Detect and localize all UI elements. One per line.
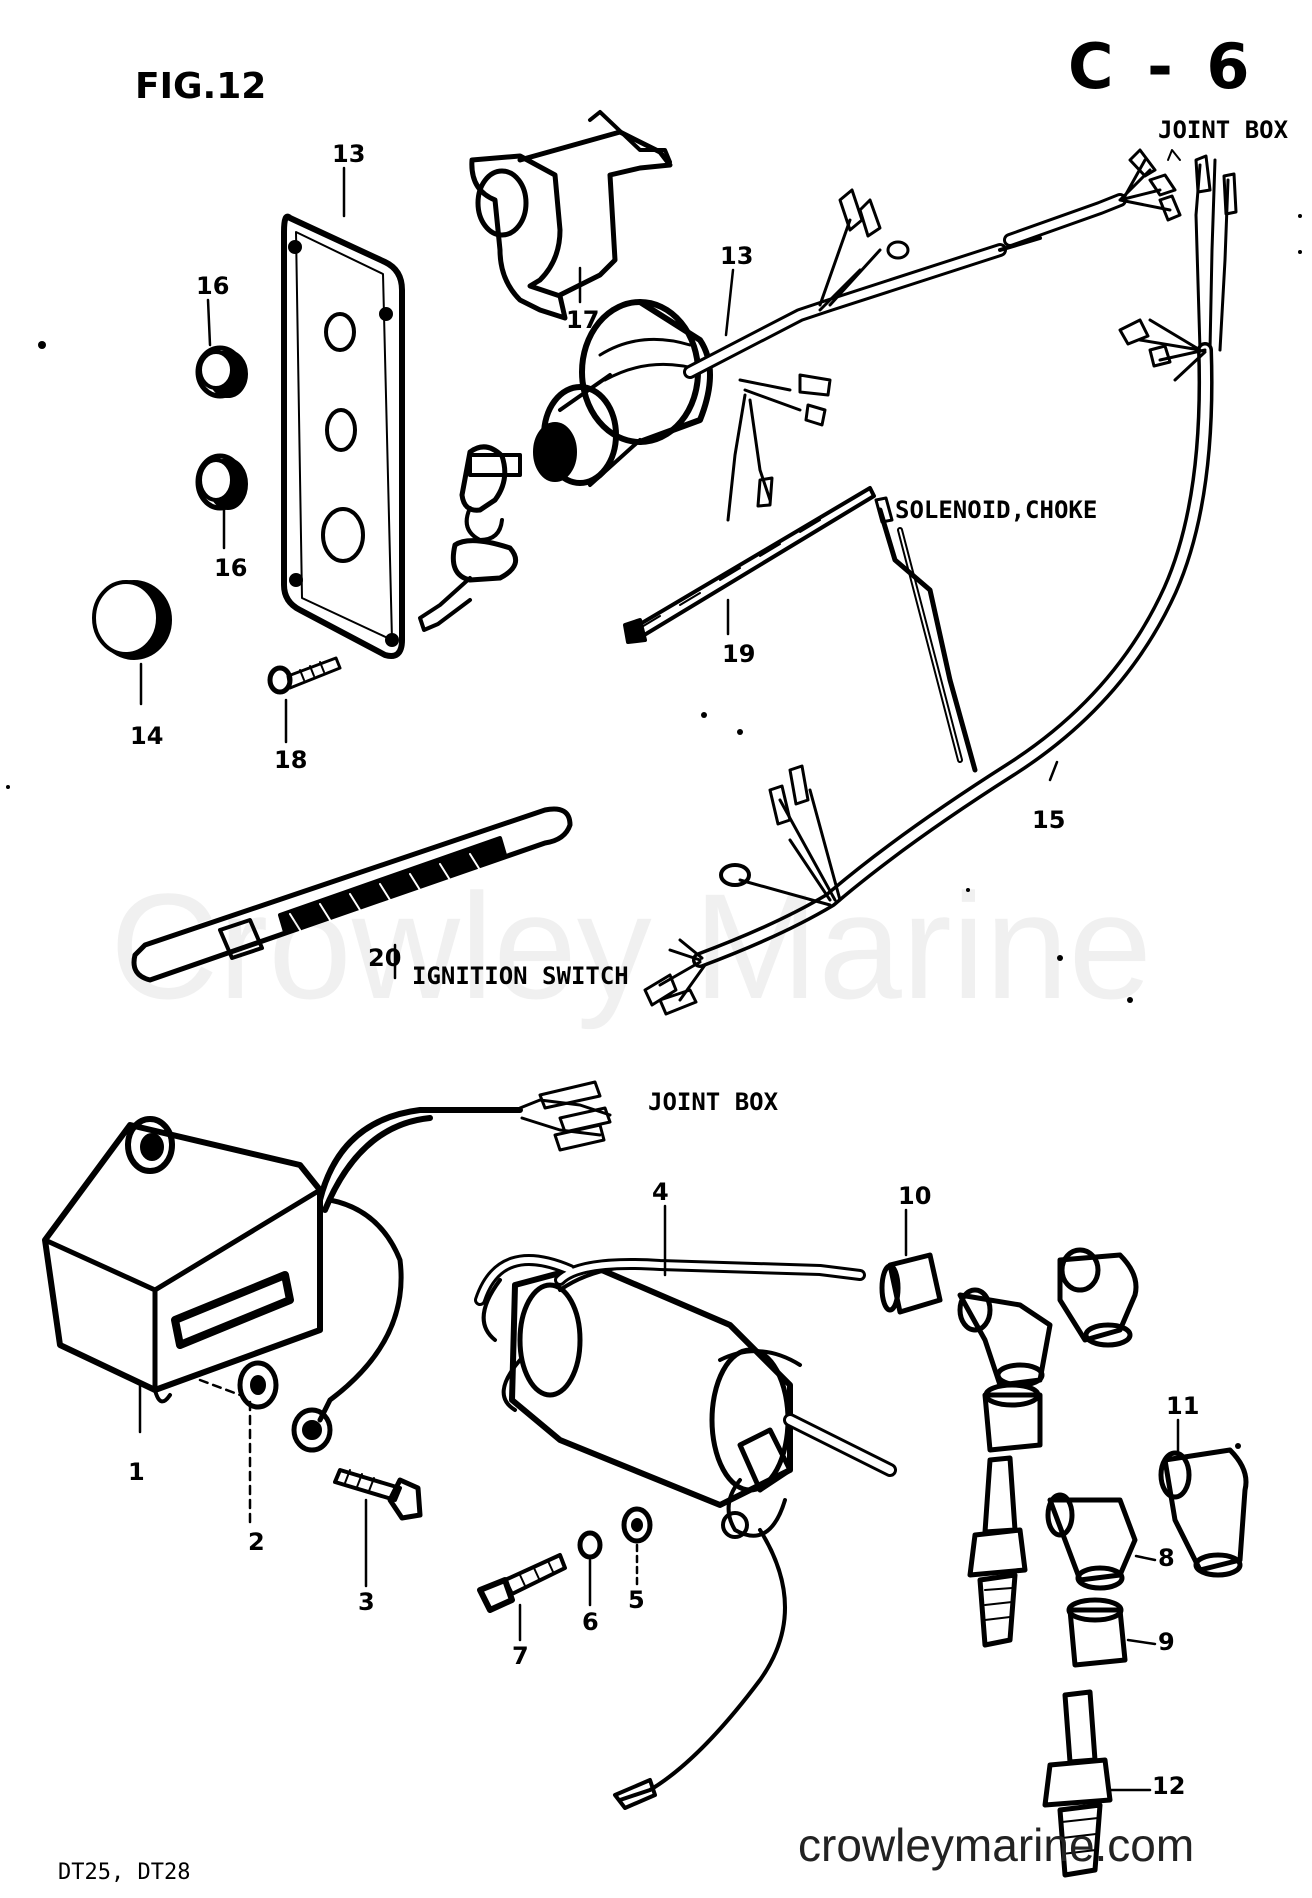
joint-box-lower-label: JOINT BOX — [648, 1088, 779, 1116]
ignition-coil — [474, 1254, 897, 1810]
callout-11: 11 — [1166, 1392, 1200, 1420]
rubber-boot-9 — [1066, 1597, 1128, 1668]
main-harness — [643, 318, 1214, 1016]
sheet-label: C - 6 — [1068, 30, 1256, 103]
joint-box-leads-top — [1167, 149, 1238, 352]
callout-9: 9 — [1158, 1628, 1175, 1656]
ignition-switch-label: IGNITION SWITCH — [412, 962, 629, 990]
callout-12: 12 — [1152, 1772, 1186, 1800]
callout-3: 3 — [358, 1588, 375, 1616]
callout-6: 6 — [582, 1608, 599, 1636]
callout-8: 8 — [1158, 1544, 1175, 1572]
callout-13: 13 — [720, 242, 754, 270]
callout-15: 15 — [1032, 806, 1066, 834]
ignition-switch — [468, 299, 713, 487]
plug-cap-upper-left — [957, 1287, 1053, 1388]
spark-plug-upper — [967, 1455, 1028, 1648]
switch-harness — [683, 148, 1182, 522]
cdi-unit — [42, 1080, 612, 1453]
callout-20: 19 — [722, 640, 756, 668]
plug-cap-upper-right — [1057, 1247, 1139, 1348]
plug-cap-8 — [1045, 1492, 1138, 1591]
bolt-3 — [333, 1468, 423, 1521]
callout-21: 20 — [368, 944, 402, 972]
rubber-boot-upper — [982, 1382, 1043, 1453]
washer-5 — [621, 1506, 653, 1544]
solenoid-choke-label: SOLENOID,CHOKE — [895, 496, 1098, 524]
callout-4: 4 — [652, 1178, 669, 1206]
hole-plug-upper — [195, 345, 248, 399]
bolt-7 — [477, 1553, 567, 1613]
callout-2: 2 — [248, 1528, 265, 1556]
panel-cap — [92, 580, 172, 660]
site-label: crowleymarine.com — [798, 1819, 1195, 1871]
lock-washer-6 — [577, 1530, 603, 1560]
spark-plug-12 — [1042, 1689, 1113, 1878]
switch-panel-plate — [281, 213, 405, 659]
hook-strap — [131, 806, 573, 983]
panel-screw — [267, 656, 342, 695]
callout-leaders — [138, 166, 1180, 1792]
callout-16-upper: 16 — [196, 272, 230, 300]
callout-16-lower: 16 — [214, 554, 248, 582]
plug-cap-11 — [1158, 1447, 1249, 1578]
hole-plug-lower — [195, 453, 248, 511]
figure-label: FIG.12 — [135, 66, 267, 107]
callout-1: 1 — [128, 1458, 145, 1486]
joint-box-top-label: JOINT BOX — [1158, 116, 1289, 144]
callout-17: 13 — [332, 140, 366, 168]
solenoid-choke-lead — [874, 496, 978, 773]
ignition-key — [418, 444, 519, 632]
washer-2 — [237, 1360, 279, 1410]
callout-10: 10 — [898, 1182, 932, 1210]
switch-bracket — [469, 110, 673, 321]
callout-7: 7 — [512, 1642, 529, 1670]
scan-specks — [6, 214, 1302, 1449]
watermark: Crowley Marine — [110, 862, 1152, 1030]
wire-tie-strap — [623, 486, 876, 644]
callout-14: 14 — [130, 722, 164, 750]
callout-5: 5 — [628, 1586, 645, 1614]
callout-18: 17 — [566, 306, 600, 334]
cap-10 — [879, 1252, 943, 1315]
callout-19: 18 — [274, 746, 308, 774]
models-label: DT25, DT28 — [58, 1860, 191, 1885]
